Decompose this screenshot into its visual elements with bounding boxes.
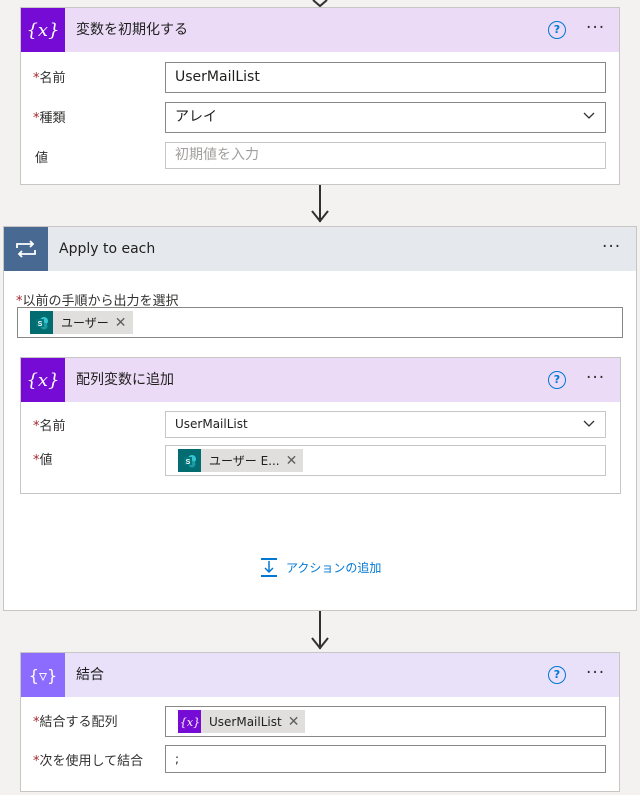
card-title: 配列変数に追加 [76,372,174,388]
card-title: 結合 [76,667,104,683]
svg-text:{▿}: {▿} [29,666,57,685]
svg-text:S: S [185,459,190,466]
card-title: Apply to each [59,241,156,257]
sharepoint-icon: S [30,311,53,334]
more-options-icon[interactable]: ··· [586,18,606,38]
variable-icon: {x} [21,8,65,52]
svg-text:{x}: {x} [28,20,58,41]
variable-icon: {x} [178,710,201,733]
card-header[interactable]: {x} 配列変数に追加 ? ··· [21,358,620,402]
apply-to-each-card: Apply to each ··· *以前の手順から出力を選択 S ユーザー ✕… [3,226,637,611]
card-header[interactable]: {x} 変数を初期化する ? ··· [21,8,619,52]
more-options-icon[interactable]: ··· [586,368,606,388]
help-icon[interactable]: ? [548,21,566,39]
type-dropdown[interactable]: アレイ [165,102,606,133]
chevron-down-icon [583,420,595,427]
svg-text:{x}: {x} [28,370,58,391]
chevron-down-icon [583,112,595,119]
card-header[interactable]: Apply to each ··· [4,227,636,271]
sharepoint-icon: S [178,449,201,472]
help-icon[interactable]: ? [548,666,566,684]
svg-text:{x}: {x} [180,716,200,729]
connector-line [319,185,321,222]
help-icon[interactable]: ? [548,371,566,389]
data-operation-icon: {▿} [21,653,65,697]
join-from-label: *結合する配列 [33,715,118,730]
dynamic-content-token[interactable]: S ユーザー ✕ [30,311,133,334]
card-header[interactable]: {▿} 結合 ? ··· [21,653,619,697]
value-input[interactable]: S ユーザー E... ✕ [165,445,606,476]
add-action-label: アクションの追加 [286,560,382,575]
arrow-down-icon [312,0,328,8]
more-options-icon[interactable]: ··· [602,237,622,257]
select-output-input[interactable]: S ユーザー ✕ [17,307,623,338]
name-label: *名前 [33,71,66,86]
variable-token[interactable]: {x} UserMailList ✕ [178,710,306,733]
select-output-label: *以前の手順から出力を選択 [16,294,179,309]
remove-token-icon[interactable]: ✕ [287,713,300,730]
value-input[interactable]: 初期値を入力 [165,142,606,169]
type-label: *種類 [33,111,66,126]
remove-token-icon[interactable]: ✕ [285,452,298,469]
svg-text:S: S [37,321,42,328]
add-action-button[interactable]: アクションの追加 [259,557,381,577]
name-input[interactable]: UserMailList [165,62,606,93]
value-label: 値 [35,151,49,166]
arrow-down-icon [311,637,329,650]
card-title: 変数を初期化する [76,22,188,38]
variable-icon: {x} [21,358,65,402]
dynamic-content-token[interactable]: S ユーザー E... ✕ [178,449,304,472]
add-action-icon [261,558,277,577]
more-options-icon[interactable]: ··· [586,663,606,683]
remove-token-icon[interactable]: ✕ [114,314,127,331]
connector-line [319,611,321,649]
initialize-variable-card: {x} 変数を初期化する ? ··· *名前 UserMailList *種類 … [20,7,620,185]
loop-icon [4,227,48,271]
append-to-array-card: {x} 配列変数に追加 ? ··· *名前 UserMailList *値 S … [20,357,621,494]
arrow-down-icon [311,210,329,223]
value-label: *値 [33,453,53,468]
join-with-input[interactable]: ; [165,745,606,773]
name-label: *名前 [33,419,66,434]
join-card: {▿} 結合 ? ··· *結合する配列 {x} UserMailList ✕ … [20,652,620,792]
join-from-input[interactable]: {x} UserMailList ✕ [165,706,606,737]
name-dropdown[interactable]: UserMailList [165,411,606,438]
join-with-label: *次を使用して結合 [33,754,144,769]
